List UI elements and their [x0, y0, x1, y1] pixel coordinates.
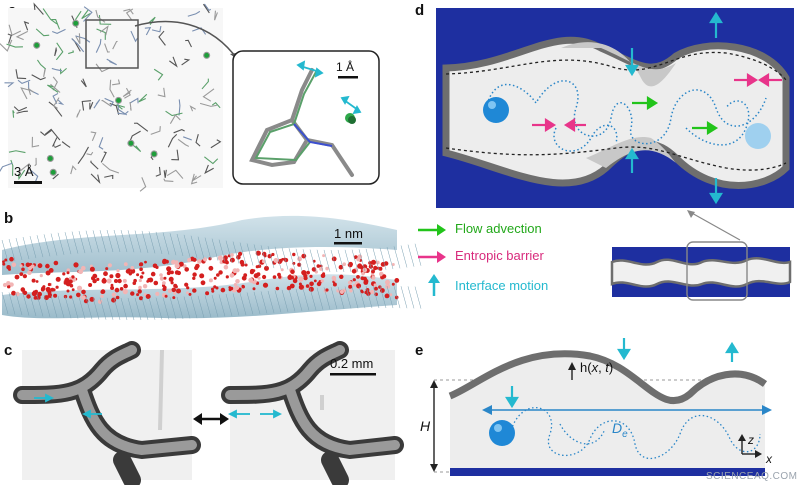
panel-c-letter: c — [4, 342, 13, 359]
panel-c-exchange-arrow — [193, 413, 229, 425]
zoom-box — [85, 19, 139, 69]
panel-b-scale-label: 1 nm — [334, 226, 363, 241]
panel-a-molecular-structure — [0, 2, 223, 192]
watermark: SCIENCEAQ.COM — [706, 471, 798, 482]
axis-x-label: x — [766, 452, 772, 466]
panel-a-inset — [232, 50, 380, 185]
panel-a-inset-scale-label: 1 Å — [336, 60, 355, 74]
panel-e-De-label: De — [612, 420, 628, 440]
panel-e-letter: e — [415, 342, 424, 359]
h-label-sep: , — [598, 360, 606, 375]
panel-d-connector — [687, 210, 741, 241]
De-main: D — [612, 420, 623, 436]
panel-c-scale-label: 0.2 mm — [330, 356, 374, 371]
legend-flow-arrow — [418, 224, 446, 236]
panel-d-letter: d — [415, 2, 425, 19]
h-label-t: t — [605, 360, 609, 375]
panel-d-channel-diagram — [436, 8, 794, 208]
panel-c-channel-left — [13, 341, 201, 485]
panel-b-letter: b — [4, 210, 14, 227]
panel-c-channel-right — [221, 341, 404, 485]
legend-flow-label: Flow advection — [455, 221, 542, 236]
panel-a-inset-scale-bar — [338, 76, 358, 79]
h-label-x: x — [591, 360, 599, 375]
h-label-prefix: h( — [580, 360, 592, 375]
panel-e-H-label: H — [420, 418, 431, 434]
h-label-suffix: ) — [608, 360, 614, 375]
legend-entropic-label: Entropic barrier — [455, 248, 544, 263]
legend-interface-label: Interface motion — [455, 278, 549, 293]
panel-d-overview — [610, 241, 792, 301]
panel-e-diagram — [430, 338, 772, 476]
legend-entropic-arrow — [418, 251, 446, 263]
panel-a-scale-label: 3 Å — [14, 164, 34, 179]
De-sub: e — [622, 428, 628, 440]
panel-b-layered-structure — [1, 215, 422, 321]
panel-b-scale-bar — [334, 242, 362, 245]
panel-c-scale-bar — [330, 373, 376, 376]
panel-e-h-label: h(x, t) — [580, 360, 613, 375]
panel-a-scale-bar — [14, 181, 42, 184]
legend-interface-arrow — [428, 274, 440, 296]
axis-z-label: z — [748, 433, 754, 447]
